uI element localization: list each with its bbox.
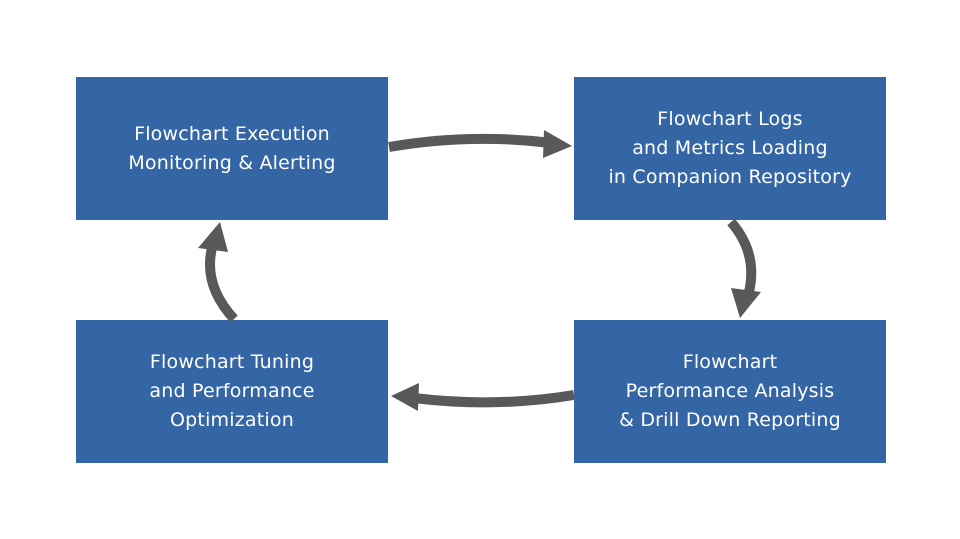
box-logs-metrics-loading: Flowchart Logs and Metrics Loading in Co… bbox=[574, 77, 886, 220]
box-performance-analysis-label: Flowchart Performance Analysis & Drill D… bbox=[619, 351, 841, 431]
box-logs-metrics-loading-label: Flowchart Logs and Metrics Loading in Co… bbox=[608, 108, 852, 188]
box-tuning-optimization: Flowchart Tuning and Performance Optimiz… bbox=[76, 320, 388, 463]
arrow-b2-to-b3 bbox=[727, 218, 761, 318]
arrow-b1-to-b2 bbox=[388, 130, 572, 158]
box-tuning-optimization-label: Flowchart Tuning and Performance Optimiz… bbox=[149, 351, 315, 431]
box-execution-monitoring-label: Flowchart Execution Monitoring & Alertin… bbox=[128, 122, 336, 174]
box-execution-monitoring: Flowchart Execution Monitoring & Alertin… bbox=[76, 77, 388, 220]
arrow-b3-to-b4 bbox=[391, 383, 575, 411]
arrow-b4-to-b1 bbox=[198, 222, 238, 323]
box-performance-analysis: Flowchart Performance Analysis & Drill D… bbox=[574, 320, 886, 463]
